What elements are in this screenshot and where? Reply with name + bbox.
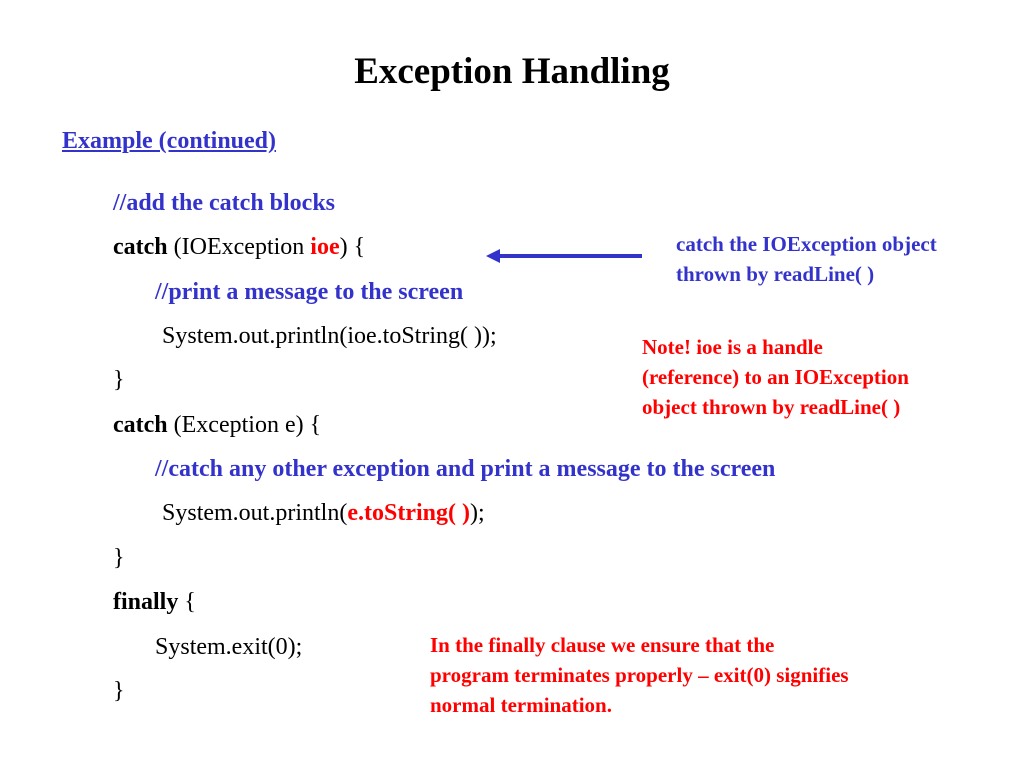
code-line-catch-ioexception: catch (IOException ioe) { [113, 232, 365, 262]
e-tostring-call: e.toString( ) [347, 500, 470, 526]
slide-subtitle: Example (continued) [62, 128, 277, 154]
note-line: object thrown by readLine( ) [642, 395, 901, 419]
note-line: Note! ioe is a handle [642, 335, 823, 359]
code-closing-brace: } [113, 367, 125, 393]
finally-keyword: finally [113, 589, 179, 615]
code-line-catch-exception: catch (Exception e) { [113, 410, 321, 440]
note-catch-ioexception: catch the IOException object thrown by r… [676, 229, 937, 289]
left-arrow-icon [486, 249, 642, 263]
code-line-finally: finally { [113, 587, 196, 617]
code-text: System.out.println( [162, 500, 348, 526]
code-text: ) { [339, 234, 366, 260]
code-text: (IOException [167, 234, 311, 260]
note-finally: In the finally clause we ensure that the… [430, 630, 849, 720]
code-text: (Exception e) { [167, 412, 322, 438]
slide-title: Exception Handling [354, 51, 670, 92]
code-line-system-exit: System.exit(0); [155, 634, 303, 660]
code-line-println-e: System.out.println(e.toString( )); [162, 498, 485, 528]
catch-keyword: catch [113, 412, 168, 438]
code-comment-add-catch: //add the catch blocks [113, 190, 336, 216]
code-comment-catch-other: //catch any other exception and print a … [155, 456, 776, 482]
code-text: { [178, 589, 196, 615]
note-line: normal termination. [430, 693, 612, 717]
note-line: (reference) to an IOException [642, 365, 909, 389]
code-comment-print-message: //print a message to the screen [155, 279, 464, 305]
catch-keyword: catch [113, 234, 168, 260]
note-line: thrown by readLine( ) [676, 262, 875, 286]
code-closing-brace: } [113, 678, 125, 704]
ioe-variable: ioe [310, 234, 340, 260]
code-closing-brace: } [113, 545, 125, 571]
code-text: ); [469, 500, 485, 526]
note-line: catch the IOException object [676, 232, 937, 256]
code-line-println-ioe: System.out.println(ioe.toString( )); [162, 323, 497, 349]
note-handle: Note! ioe is a handle (reference) to an … [642, 332, 909, 422]
note-line: program terminates properly – exit(0) si… [430, 663, 849, 687]
note-line: In the finally clause we ensure that the [430, 633, 775, 657]
